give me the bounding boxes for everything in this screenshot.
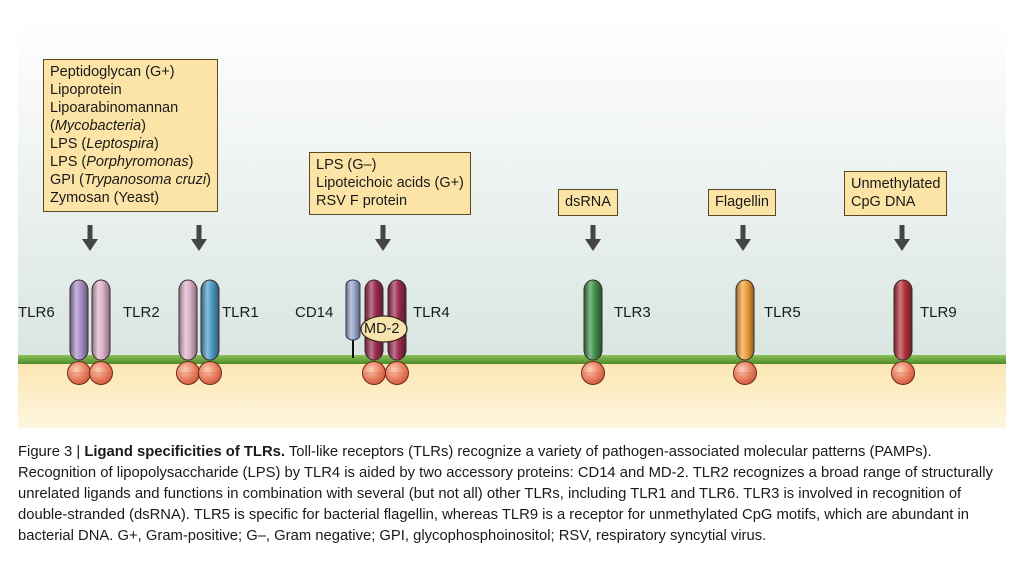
ligand-text: Unmethylated [851, 176, 941, 192]
label-cd14: CD14 [295, 304, 334, 321]
ligand-line: RSV F protein [316, 192, 464, 210]
ligand-line: Peptidoglycan (G+) [50, 63, 211, 81]
ligand-line: LPS (Leptospira) [50, 135, 211, 153]
ligand-text: LPS (G–) [316, 157, 377, 173]
tlr2-receptor-a-ectodomain [91, 279, 111, 361]
tlr6-receptor [67, 279, 91, 385]
label-tlr5: TLR5 [764, 304, 801, 321]
ligand-box-tlr4: LPS (G–) Lipoteichoic acids (G+) RSV F pro… [309, 152, 471, 215]
plasma-membrane [18, 355, 1006, 364]
ligand-text: ) [141, 118, 146, 134]
ligand-text: LPS ( [50, 154, 87, 170]
ligand-line: CpG DNA [851, 193, 940, 211]
ligand-box-tlr5: Flagellin [708, 189, 776, 216]
label-tlr1: TLR1 [222, 304, 259, 321]
tlr2-receptor-b [176, 279, 200, 385]
arrow-3-head [375, 239, 391, 251]
ligand-text: GPI ( [50, 172, 84, 188]
arrow-4 [585, 225, 601, 251]
ligand-line: dsRNA [565, 193, 611, 211]
tlr2-receptor-a [89, 279, 113, 385]
arrow-5-head [735, 239, 751, 251]
ligand-box-tlr3: dsRNA [558, 189, 618, 216]
arrow-1-head [82, 239, 98, 251]
tlr9-receptor-ectodomain [893, 279, 913, 361]
ligand-line: Lipoprotein [50, 81, 211, 99]
tlr9-receptor [891, 279, 915, 385]
label-tlr2: TLR2 [123, 304, 160, 321]
ligand-text: ) [188, 154, 194, 170]
arrow-2-head [191, 239, 207, 251]
arrow-4-head [585, 239, 601, 251]
label-tlr3: TLR3 [614, 304, 651, 321]
caption-figure-label: Figure 3 | [18, 444, 85, 460]
tlr1-receptor-ectodomain [200, 279, 220, 361]
ligand-text: RSV F protein [316, 193, 408, 209]
ligand-text-italic: Mycobacteria [54, 118, 142, 134]
arrow-6-head [894, 239, 910, 251]
ligand-text: Zymosan (Yeast) [50, 190, 160, 206]
cd14-body [345, 279, 361, 341]
ligand-line: Lipoteichoic acids (G+) [316, 174, 464, 192]
ligand-line: LPS (Porphyromonas) [50, 153, 211, 171]
label-tlr4: TLR4 [413, 304, 450, 321]
tlr-diagram-canvas [18, 18, 1006, 428]
cd14-protein [345, 279, 361, 358]
tlr3-receptor [581, 279, 605, 385]
tlr3-receptor-ectodomain [583, 279, 603, 361]
ligand-line: Unmethylated [851, 175, 940, 193]
figure-caption: Figure 3 | Ligand specificities of TLRs.… [18, 442, 1006, 547]
ligand-text: ( [50, 118, 55, 134]
ligand-text: CpG DNA [851, 194, 916, 210]
ligand-text: Lipoarabinomannan [50, 100, 179, 116]
ligand-text: dsRNA [565, 194, 611, 210]
caption-title: Ligand specificities of TLRs. [84, 444, 285, 460]
ligand-text: Lipoteichoic acids (G+) [316, 175, 464, 191]
label-tlr9: TLR9 [920, 304, 957, 321]
ligand-line: Flagellin [715, 193, 769, 211]
label-tlr6: TLR6 [18, 304, 55, 321]
ligand-text-italic: Leptospira [86, 136, 154, 152]
receptors [67, 225, 915, 385]
arrow-6 [894, 225, 910, 251]
ligand-line: (Mycobacteria) [50, 117, 211, 135]
ligand-text: Flagellin [715, 194, 769, 210]
ligand-line: Zymosan (Yeast) [50, 189, 211, 207]
caption-body: Toll-like receptors (TLRs) recognize a v… [18, 444, 993, 544]
ligand-line: Lipoarabinomannan [50, 99, 211, 117]
arrow-5 [735, 225, 751, 251]
md2-protein [360, 315, 408, 343]
label-md2: MD-2 [364, 321, 400, 337]
ligand-line: GPI (Trypanosoma cruzi) [50, 171, 211, 189]
ligand-text-italic: Porphyromonas [86, 154, 189, 170]
ligand-text: ) [153, 136, 159, 152]
arrow-3 [375, 225, 391, 251]
tlr5-receptor [733, 279, 757, 385]
arrow-1 [82, 225, 98, 251]
ligand-line: LPS (G–) [316, 156, 464, 174]
arrow-2 [191, 225, 207, 251]
ligand-text: LPS ( [50, 136, 87, 152]
tlr1-receptor [198, 279, 222, 385]
ligand-text: Peptidoglycan (G+) [50, 64, 175, 80]
tlr5-receptor-ectodomain [735, 279, 755, 361]
tlr6-receptor-ectodomain [69, 279, 89, 361]
cytoplasm-region [18, 364, 1006, 428]
ligand-text-italic: Trypanosoma cruzi [83, 172, 207, 188]
ligand-text: ) [206, 172, 211, 188]
ligand-text: Lipoprotein [50, 82, 122, 98]
tlr2-receptor-b-ectodomain [178, 279, 198, 361]
